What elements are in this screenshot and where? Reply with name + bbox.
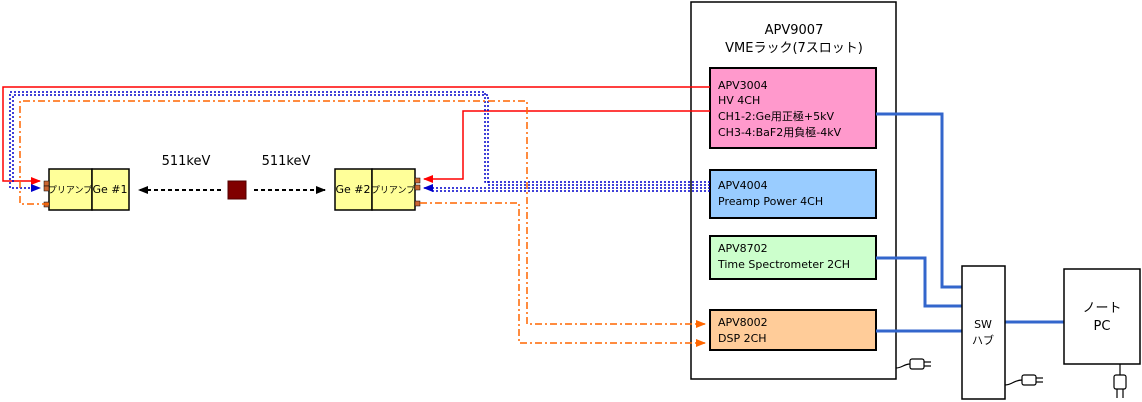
module-dsp: APV8002 DSP 2CH bbox=[709, 309, 877, 351]
network-hv-to-hub bbox=[876, 112, 962, 289]
pc-power-plug-icon bbox=[1113, 364, 1127, 398]
pc-line2: PC bbox=[1094, 319, 1111, 334]
power-cable-ge1-b bbox=[12, 94, 710, 186]
detector-ge1: プリアンプ Ge #1 bbox=[43, 168, 130, 211]
note-pc: ノート PC bbox=[1063, 268, 1141, 365]
signal-cable-ge2 bbox=[420, 202, 706, 347]
ge1-name: Ge #1 bbox=[92, 183, 127, 196]
energy-label-right: 511keV bbox=[262, 154, 311, 169]
rack-power-plug-icon bbox=[895, 358, 931, 370]
hub-line1: SW bbox=[974, 318, 992, 331]
module-hv: APV3004 HV 4CH CH1-2:Ge用正極+5kV CH3-4:BaF… bbox=[709, 67, 877, 149]
module-hv-line1: APV3004 bbox=[718, 79, 768, 92]
module-dsp-line2: DSP 2CH bbox=[718, 332, 767, 345]
ge2-connector-signal bbox=[414, 200, 421, 207]
module-time-spectrometer: APV8702 Time Spectrometer 2CH bbox=[709, 235, 877, 280]
module-time-spectrometer-line2: Time Spectrometer 2CH bbox=[717, 258, 850, 271]
signal-cable-ge1 bbox=[19, 100, 706, 328]
ge2-connector-power bbox=[414, 184, 421, 191]
module-hv-line4: CH3-4:BaF2用負極-4kV bbox=[718, 125, 842, 139]
energy-label-left: 511keV bbox=[162, 154, 211, 169]
rack-title-line2: VMEラック(7スロット) bbox=[725, 41, 863, 56]
network-ts-to-hub bbox=[876, 256, 962, 308]
module-time-spectrometer-line1: APV8702 bbox=[718, 242, 768, 255]
ge2-connector-hv bbox=[414, 177, 421, 184]
sw-hub: SW ハブ bbox=[961, 265, 1006, 400]
pc-line1: ノート bbox=[1082, 301, 1121, 316]
hub-power-plug-icon bbox=[1004, 374, 1043, 386]
hub-line2: ハブ bbox=[972, 333, 994, 347]
module-preamp-power-line1: APV4004 bbox=[718, 179, 768, 192]
module-preamp-power-line2: Preamp Power 4CH bbox=[718, 195, 823, 208]
hv-cable-ge1 bbox=[2, 86, 710, 185]
ge1-connector-hv bbox=[43, 180, 50, 187]
module-preamp-power: APV4004 Preamp Power 4CH bbox=[709, 169, 877, 219]
module-hv-line3: CH1-2:Ge用正極+5kV bbox=[718, 109, 835, 123]
rack-title-line1: APV9007 bbox=[765, 23, 824, 38]
module-dsp-line1: APV8002 bbox=[718, 316, 768, 329]
source-square bbox=[227, 180, 247, 200]
module-hv-line2: HV 4CH bbox=[718, 94, 760, 107]
ge2-preamp-label: プリアンプ bbox=[371, 185, 415, 196]
ge2-name: Ge #2 bbox=[335, 183, 370, 196]
power-cable-ge1 bbox=[9, 91, 710, 192]
hv-cable-ge2 bbox=[423, 110, 710, 183]
ge1-preamp-label: プリアンプ bbox=[48, 185, 92, 196]
ge1-connector-power bbox=[43, 185, 50, 192]
detector-ge2: Ge #2 プリアンプ bbox=[334, 168, 421, 211]
